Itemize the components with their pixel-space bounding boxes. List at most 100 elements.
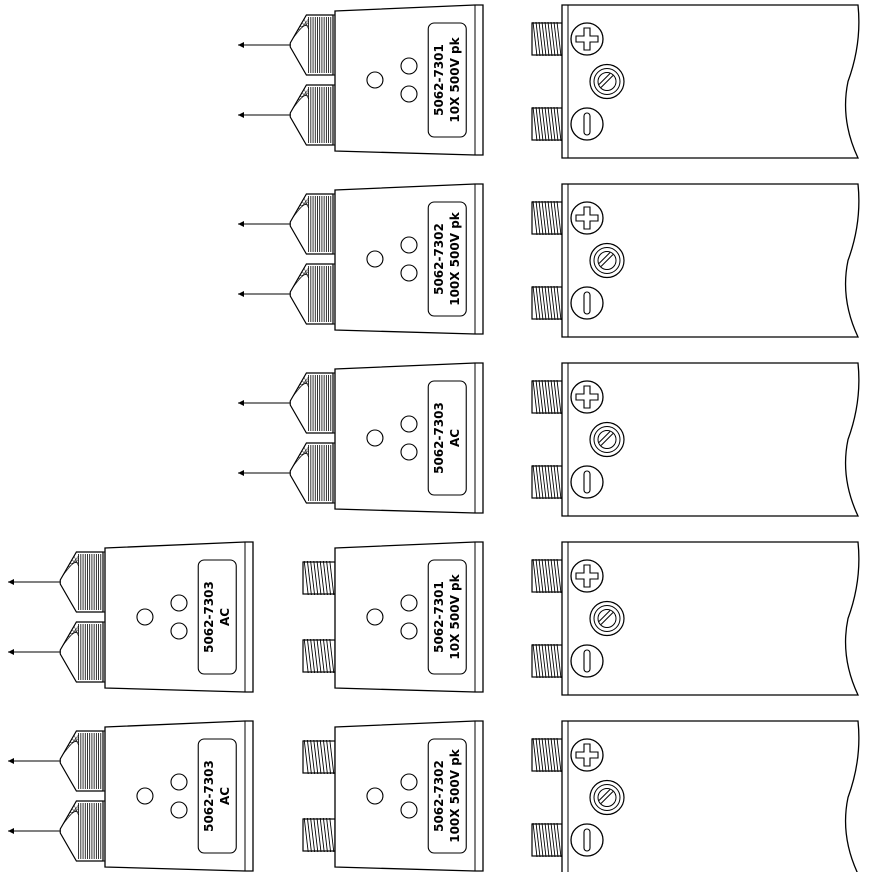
panel-body: [561, 183, 860, 338]
thread-line: [550, 106, 556, 142]
screw-icon: [589, 421, 625, 458]
thread-line: [303, 560, 309, 596]
thread-line: [547, 200, 553, 236]
pin-hole: [366, 250, 384, 268]
thread-line: [547, 558, 553, 594]
slot: [598, 252, 611, 264]
thread-line: [553, 822, 559, 858]
needle-point: [8, 579, 14, 585]
thread-line: [556, 822, 562, 858]
thread-line: [535, 106, 541, 142]
slot: [600, 612, 614, 625]
taper-line: [73, 734, 79, 746]
thread-line: [322, 638, 328, 674]
pin-hole: [400, 57, 418, 75]
pin-hole: [400, 801, 418, 819]
thread-line: [538, 464, 544, 500]
plus-sign: [575, 385, 599, 409]
thread-line: [538, 21, 544, 57]
scope-input-panel: [531, 720, 860, 872]
thread-line: [532, 285, 538, 321]
thread-line: [306, 560, 312, 596]
panel-body: [561, 4, 860, 159]
needle-point: [238, 470, 244, 476]
plus-terminal-icon: [570, 738, 604, 772]
thread-line: [550, 285, 556, 321]
label-plate: [427, 738, 467, 854]
scope-input-panel: [531, 4, 860, 159]
threaded-stub: [531, 21, 563, 57]
label-plate: [197, 738, 237, 854]
needle-point: [238, 221, 244, 227]
threaded-stub: [302, 817, 336, 853]
thread-line: [544, 822, 550, 858]
thread-line: [329, 560, 335, 596]
thread-line: [544, 737, 550, 773]
spec-label: AC: [218, 608, 232, 626]
thread-line: [547, 106, 553, 142]
minus-sign: [583, 828, 591, 852]
slot: [600, 75, 614, 88]
thread-line: [316, 817, 322, 853]
thread-line: [535, 379, 541, 415]
probe-tip: [8, 730, 107, 792]
screw-icon: [589, 242, 625, 279]
threaded-stub: [302, 638, 336, 674]
probe-tip: [238, 14, 337, 76]
thread-line: [544, 285, 550, 321]
thread-line: [535, 643, 541, 679]
thread-line: [547, 643, 553, 679]
plus-sign: [575, 743, 599, 767]
thread-line: [306, 739, 312, 775]
pin-hole: [400, 443, 418, 461]
minus-terminal-icon: [570, 644, 604, 678]
thread-line: [329, 817, 335, 853]
thread-line: [538, 200, 544, 236]
thread-line: [538, 285, 544, 321]
thread-line: [316, 560, 322, 596]
thread-line: [538, 379, 544, 415]
taper-line: [73, 625, 79, 637]
thread-line: [535, 558, 541, 594]
thread-line: [544, 200, 550, 236]
thread-line: [322, 560, 328, 596]
pin-hole: [136, 608, 154, 626]
thread-line: [541, 464, 547, 500]
thread-line: [532, 379, 538, 415]
pin-hole: [170, 622, 188, 640]
needle-point: [238, 291, 244, 297]
thread-line: [550, 558, 556, 594]
probe-tip: [238, 84, 337, 146]
thread-line: [541, 200, 547, 236]
minus-sign: [583, 649, 591, 673]
thread-line: [310, 817, 316, 853]
thread-line: [535, 737, 541, 773]
thread-line: [326, 739, 332, 775]
pin-hole: [170, 801, 188, 819]
thread-line: [544, 379, 550, 415]
thread-line: [535, 285, 541, 321]
thread-line: [532, 737, 538, 773]
slot: [600, 433, 614, 446]
probe-tip: [238, 193, 337, 255]
plus-terminal-icon: [570, 201, 604, 235]
thread-line: [532, 106, 538, 142]
minus-terminal-icon: [570, 107, 604, 141]
pin-hole: [136, 787, 154, 805]
threaded-stub: [531, 464, 563, 500]
threaded-stub: [531, 379, 563, 415]
thread-line: [556, 643, 562, 679]
thread-line: [553, 737, 559, 773]
minus-sign: [583, 291, 591, 315]
pin-hole: [366, 787, 384, 805]
